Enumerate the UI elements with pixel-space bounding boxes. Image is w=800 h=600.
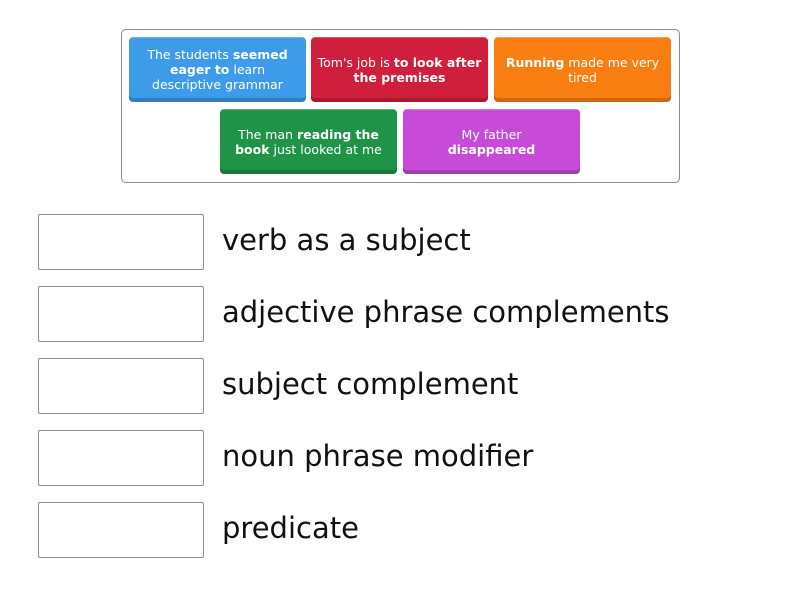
tile-text: The students seemed eager to learn descr… [147,47,288,92]
tile-seemed-eager[interactable]: The students seemed eager to learn descr… [129,37,306,102]
target-row: verb as a subject [38,214,778,270]
target-row: adjective phrase complements [38,286,778,342]
tile-to-look-after[interactable]: Tom's job is to look after the premises [311,37,488,102]
drop-slot[interactable] [38,286,204,342]
drop-slot[interactable] [38,502,204,558]
tile-text: Running made me very tired [505,54,660,85]
drop-slot[interactable] [38,358,204,414]
tile-text: My father disappeared [447,126,536,157]
tile-text: The man reading the book just looked at … [235,126,382,157]
target-row: subject complement [38,358,778,414]
drop-slot[interactable] [38,214,204,270]
target-row: noun phrase modifier [38,430,778,486]
tile-running[interactable]: Running made me very tired [494,37,671,102]
target-label: subject complement [222,367,519,401]
tile-disappeared[interactable]: My father disappeared [403,109,580,174]
tile-reading-the-book[interactable]: The man reading the book just looked at … [220,109,397,174]
drop-slot[interactable] [38,430,204,486]
target-label: predicate [222,511,359,545]
target-label: adjective phrase complements [222,295,670,329]
target-label: verb as a subject [222,223,471,257]
target-row: predicate [38,502,778,558]
answer-bank: The students seemed eager to learn descr… [121,29,680,183]
target-label: noun phrase modifier [222,439,534,473]
tile-text: Tom's job is to look after the premises [317,54,482,85]
